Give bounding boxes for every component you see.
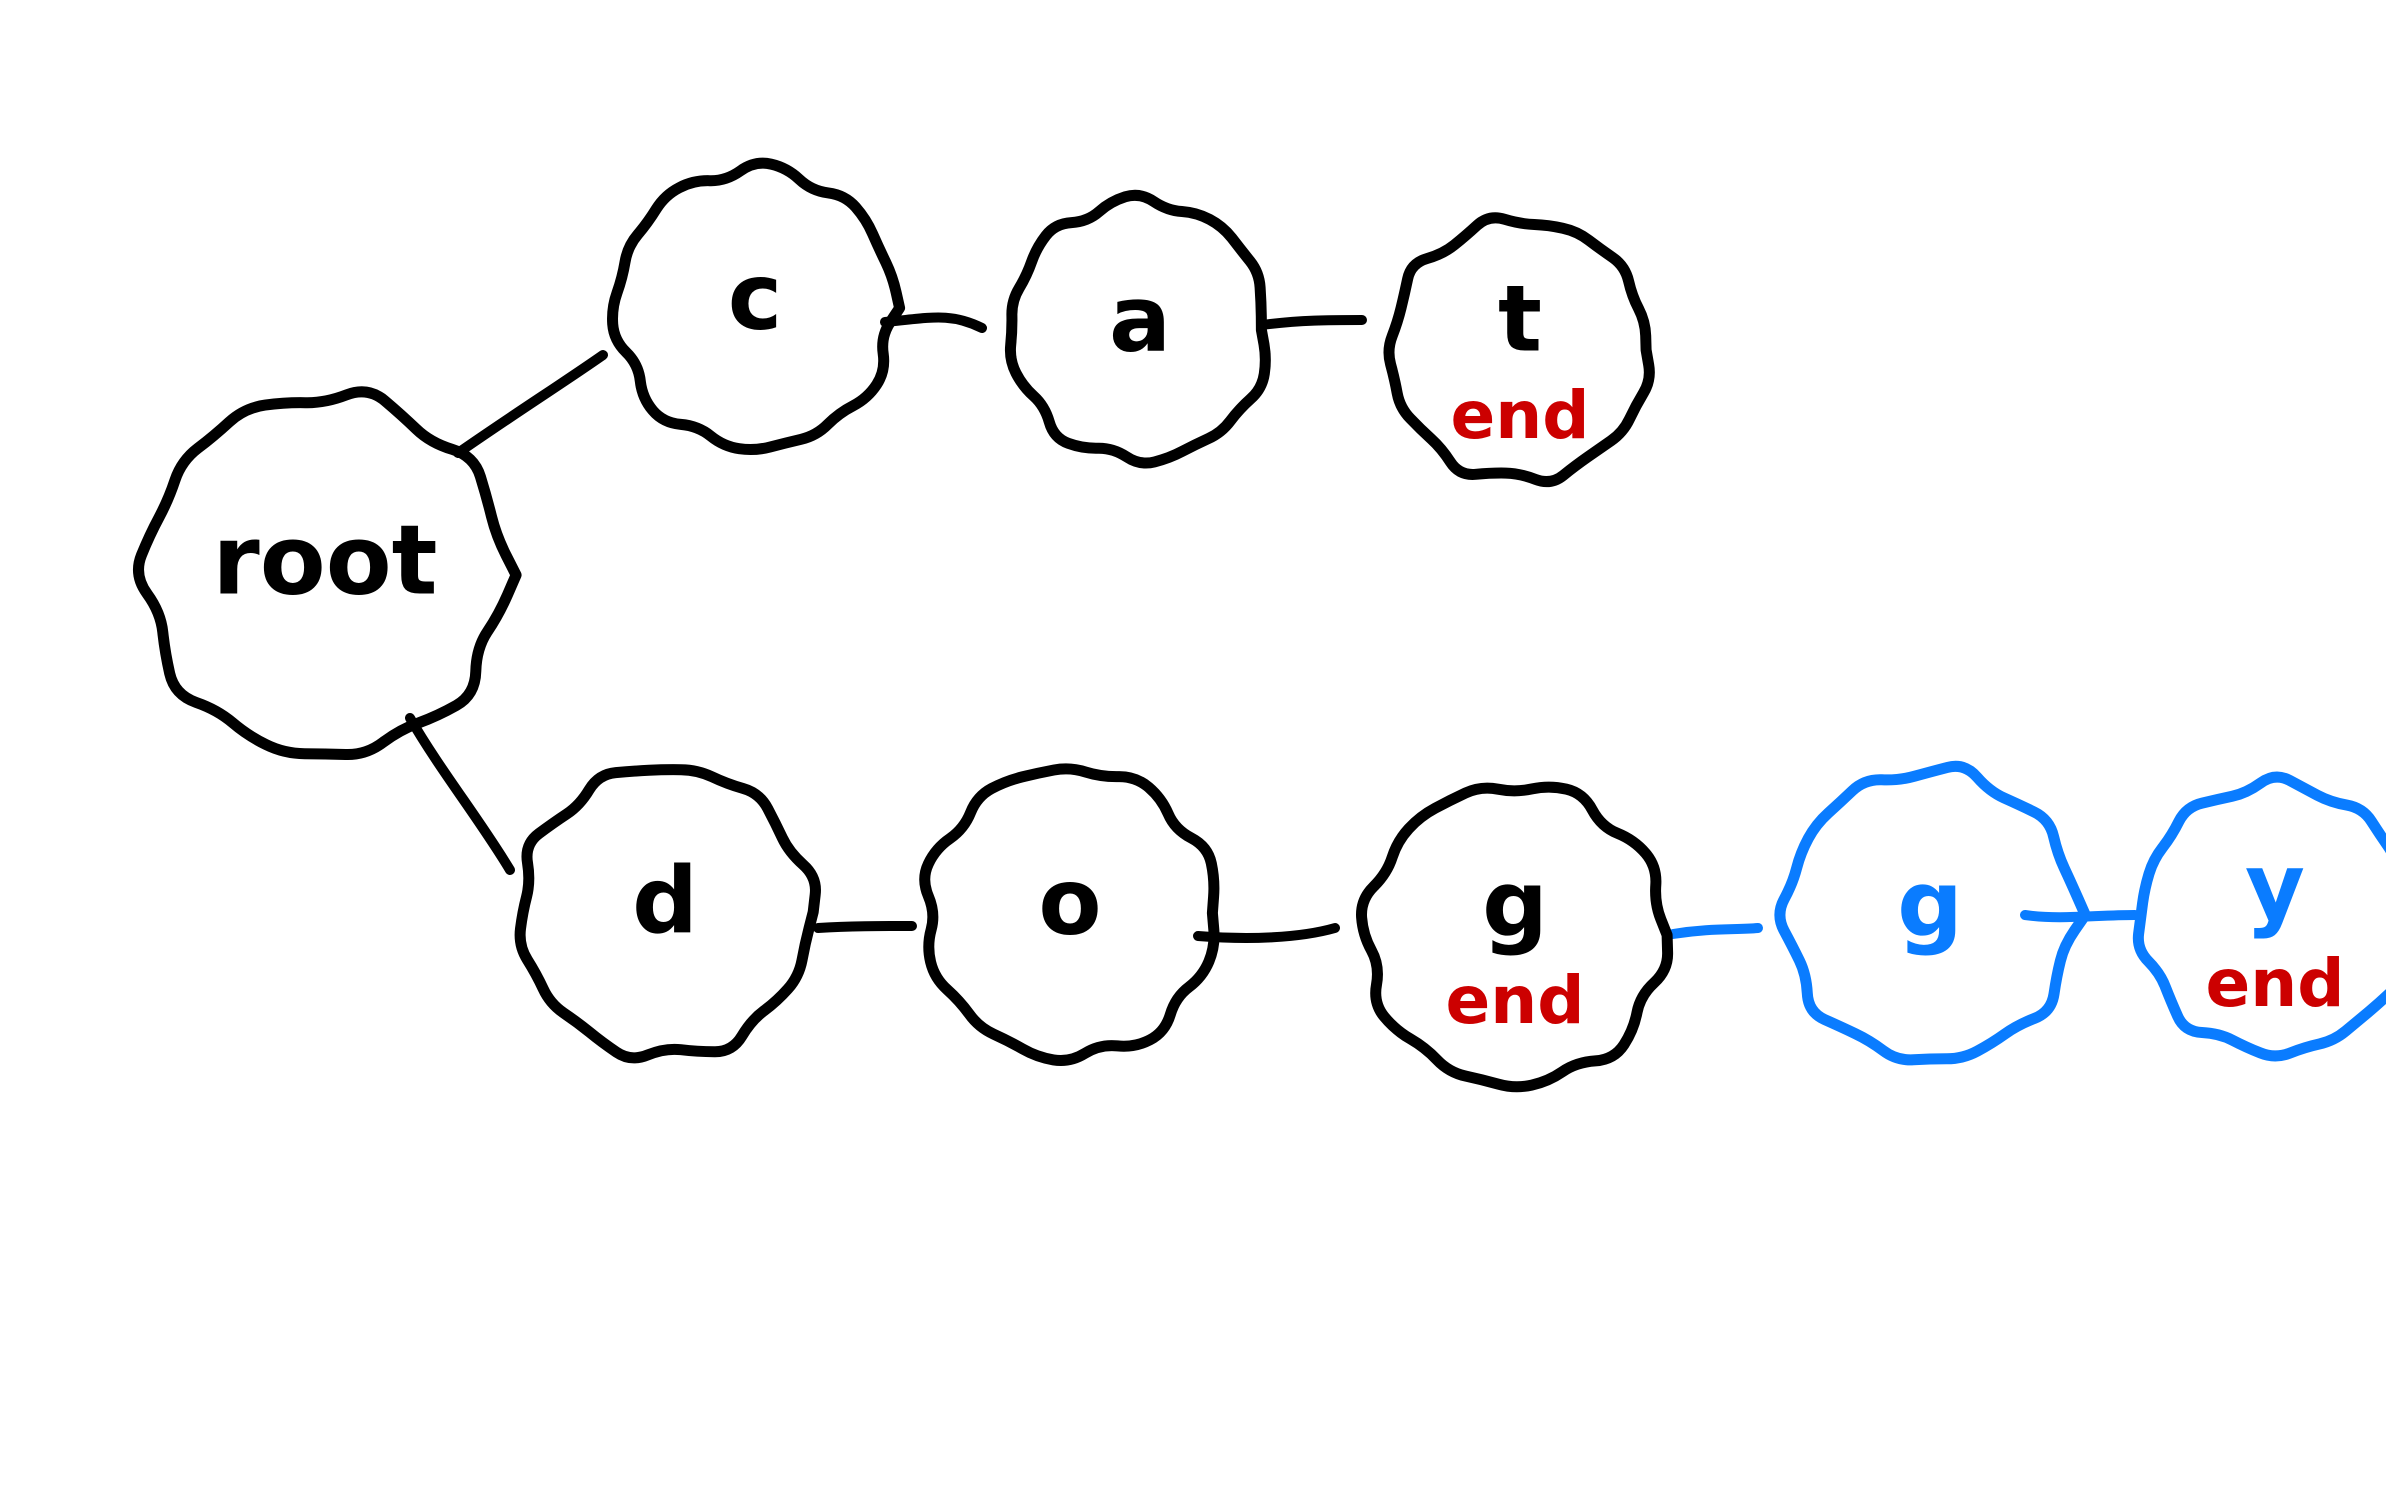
node-circle-a xyxy=(1004,189,1271,469)
edge-a-t xyxy=(1257,315,1367,330)
edge-g1-g2 xyxy=(1668,923,1763,939)
node-label-g2: g xyxy=(1897,850,1963,957)
node-circle-g1 xyxy=(1356,781,1674,1093)
edge-root-c xyxy=(453,350,608,458)
node-circle-d xyxy=(514,764,821,1064)
node-label-root: root xyxy=(212,504,437,616)
node-circle-root xyxy=(133,386,522,761)
node-label-a: a xyxy=(1109,265,1171,372)
node-label-t: t xyxy=(1498,265,1542,372)
trie-node-c: c xyxy=(607,157,906,456)
end-marker-g1: end xyxy=(1446,962,1585,1039)
node-label-d: d xyxy=(632,847,698,954)
edge-root-d xyxy=(405,713,515,875)
node-circle-g2 xyxy=(1774,760,2091,1066)
node-label-y: y xyxy=(2245,833,2305,940)
node-label-o: o xyxy=(1038,848,1101,955)
end-marker-y: end xyxy=(2206,945,2345,1022)
edge-d-o xyxy=(813,921,917,933)
trie-node-d: d xyxy=(514,764,821,1064)
trie-node-root: root xyxy=(133,386,522,761)
trie-node-o: o xyxy=(919,763,1220,1066)
node-circle-t xyxy=(1383,212,1655,488)
end-marker-t: end xyxy=(1451,377,1590,454)
edges-layer xyxy=(405,312,2140,943)
node-circle-c xyxy=(607,157,906,456)
node-label-g1: g xyxy=(1482,850,1548,957)
edge-c-a xyxy=(880,312,987,333)
node-label-c: c xyxy=(728,243,783,350)
trie-node-a: a xyxy=(1004,189,1271,469)
trie-node-g2: g xyxy=(1774,760,2091,1066)
node-circle-y xyxy=(2132,771,2386,1062)
node-circle-o xyxy=(919,763,1220,1066)
